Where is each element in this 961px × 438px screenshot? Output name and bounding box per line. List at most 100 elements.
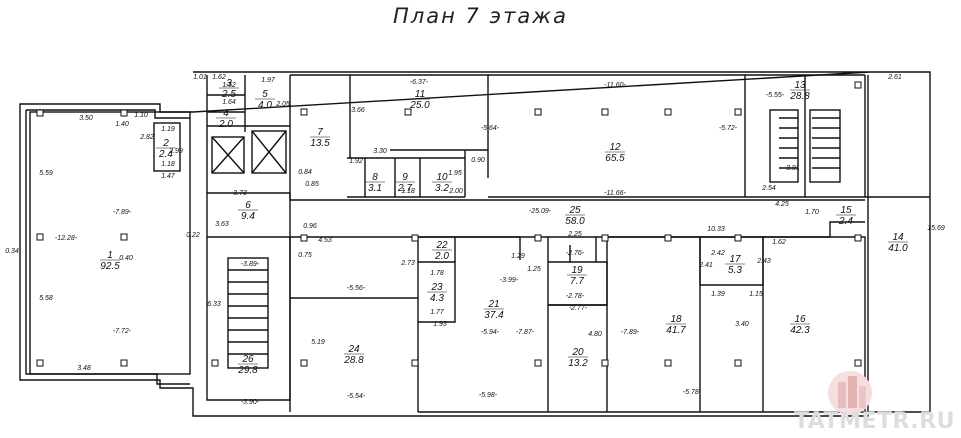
dimension-label: -6.37- [410, 79, 429, 86]
room-17-number: 17 [729, 254, 741, 265]
dimension-label: -11.60- [604, 82, 626, 89]
room-22-number: 22 [435, 240, 448, 251]
dimension-label: 1.39 [711, 291, 725, 298]
room-6-area: 9.4 [241, 211, 255, 222]
dimension-label: 0.90 [471, 157, 485, 164]
room-18-area: 41.7 [666, 325, 686, 336]
watermark-text: TATMETR.RU [793, 409, 955, 434]
room-8-number: 8 [372, 172, 378, 183]
dimension-label: 4.25 [775, 201, 789, 208]
dimension-label: 1.92 [349, 158, 363, 165]
room-13-area: 28.8 [789, 91, 810, 102]
dimension-label: -12.28- [55, 235, 78, 242]
dimension-label: 2.99 [168, 148, 183, 155]
dimension-label: 2.82 [139, 134, 154, 141]
dimension-label: -25.09- [529, 208, 552, 215]
dimension-label: 1.40 [115, 121, 129, 128]
room-12-number: 12 [609, 142, 621, 153]
dimension-label: -3.99- [500, 277, 519, 284]
dimension-label: 4.53 [318, 237, 332, 244]
dimension-label: 1.97 [261, 77, 276, 84]
dimension-label: -2.76- [566, 250, 585, 257]
room-16-number: 16 [794, 314, 806, 325]
dimension-label: 2.41 [698, 262, 713, 269]
dimension-label: 2.54 [761, 185, 776, 192]
dimension-label: 1.62 [772, 239, 786, 246]
dimension-label: -5.64- [481, 125, 500, 132]
dimension-label: -7.89- [621, 329, 640, 336]
dimension-label: -5.55- [766, 92, 785, 99]
dimension-label: -7.87- [516, 329, 535, 336]
dimension-label: 0.84 [298, 169, 312, 176]
dimension-label: 2.05 [275, 101, 290, 108]
dimension-label: 2.61 [887, 74, 902, 81]
dimension-label: -3.90- [241, 399, 260, 406]
room-1-number: 1 [107, 250, 113, 261]
dimension-label: 15.69 [927, 225, 945, 232]
dimension-label: -5.98- [479, 392, 498, 399]
dimension-label: -2.78- [566, 293, 585, 300]
dimension-label: 1.29 [511, 253, 525, 260]
room-14-number: 14 [892, 232, 904, 243]
dimension-label: 10.33 [707, 226, 725, 233]
room-4-area: 2.0 [218, 119, 233, 130]
dimension-label: 3.66 [351, 107, 365, 114]
room-25-number: 25 [568, 205, 581, 216]
plan-title: План 7 этажа [393, 4, 568, 28]
room-18-number: 18 [670, 314, 682, 325]
dimension-label: 1.25 [527, 266, 541, 273]
outer-wall [19, 71, 931, 417]
room-7-area: 13.5 [310, 138, 330, 149]
room-24-area: 28.8 [343, 355, 364, 366]
room-2-number: 2 [162, 138, 169, 149]
room-20-area: 13.2 [568, 358, 588, 369]
dimension-label: 1.77 [430, 309, 445, 316]
room-7-number: 7 [317, 127, 323, 138]
room-26-number: 26 [241, 354, 254, 365]
room-9-area: 2.7 [397, 183, 412, 194]
room-1-area: 92.5 [100, 261, 120, 272]
room-12-area: 65.5 [605, 153, 625, 164]
room-21-number: 21 [487, 299, 499, 310]
dimension-label: 1.01 [193, 74, 207, 81]
room-20-number: 20 [571, 347, 584, 358]
dimension-label: 3.30 [373, 148, 387, 155]
room-21-area: 37.4 [484, 310, 504, 321]
dimension-label: 1.95 [448, 170, 462, 177]
room-9-number: 9 [402, 172, 408, 183]
room-15-number: 15 [840, 205, 852, 216]
dimension-label: -3.73- [231, 190, 250, 197]
room-10-area: 3.2 [435, 183, 449, 194]
dimension-label: -5.94- [481, 329, 500, 336]
dimension-label: 3.63 [215, 221, 229, 228]
room-26-area: 29.8 [237, 365, 258, 376]
dimension-label: 1.18 [401, 188, 415, 195]
room-3-area: 2.5 [221, 89, 236, 100]
room-11-area: 25.0 [409, 100, 430, 111]
dimension-label: -7.89- [113, 209, 132, 216]
dimension-label: 1.52 [222, 82, 236, 89]
dimension-label: 1.10 [134, 112, 148, 119]
room-11-number: 11 [415, 89, 425, 100]
dimension-label: -7.72- [113, 328, 132, 335]
dimension-label: -3.89- [241, 261, 260, 268]
dimension-label: 5.59 [39, 170, 53, 177]
dimension-label: 1.70 [805, 209, 819, 216]
dimension-label: 5.58 [39, 295, 53, 302]
room-6-number: 6 [245, 200, 251, 211]
room-13-number: 13 [794, 80, 806, 91]
dimension-label: 1.18 [161, 161, 175, 168]
dimension-label: -5.54- [347, 393, 366, 400]
lift-1 [211, 136, 245, 174]
dimension-label: 1.64 [222, 99, 236, 106]
room-23-area: 4.3 [430, 293, 444, 304]
dimension-label: 2.42 [710, 250, 725, 257]
room-5-number: 5 [262, 89, 268, 100]
dimension-label: -5.78- [683, 389, 702, 396]
room-14-area: 41.0 [888, 243, 908, 254]
dimension-label: 1.78 [430, 270, 444, 277]
dimension-label: 3.50 [79, 115, 93, 122]
dimension-label: -11.66- [604, 190, 626, 197]
room-23-number: 23 [430, 282, 443, 293]
